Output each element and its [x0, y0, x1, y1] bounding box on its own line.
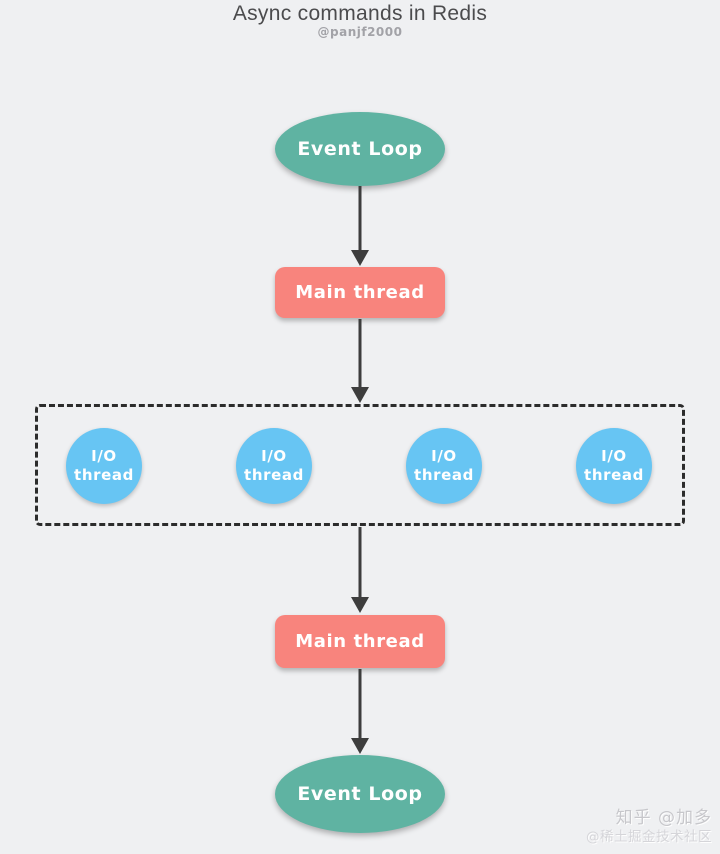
arrow-shaft [358, 319, 362, 390]
io-label-line2: thread [584, 466, 644, 484]
node-label: Main thread [295, 282, 425, 303]
io-label-line1: I/O [91, 446, 117, 465]
arrow-shaft [358, 527, 362, 600]
arrow-head-icon [351, 597, 369, 613]
io-label-line1: I/O [431, 446, 457, 465]
io-label-line2: thread [74, 466, 134, 484]
arrow-shaft [358, 669, 362, 741]
arrow-shaft [358, 186, 362, 253]
arrow-head-icon [351, 250, 369, 266]
arrow-down-2 [351, 319, 369, 403]
node-main-thread-top: Main thread [275, 267, 445, 318]
page-title: Async commands in Redis [232, 2, 488, 25]
watermark: 知乎 @加多 @稀土掘金技术社区 [586, 808, 712, 846]
arrow-down-1 [351, 186, 369, 266]
arrow-down-4 [351, 669, 369, 754]
watermark-line2: @稀土掘金技术社区 [586, 829, 712, 846]
node-event-loop-top: Event Loop [275, 112, 445, 186]
io-label-line1: I/O [601, 446, 627, 465]
node-event-loop-bottom: Event Loop [275, 755, 445, 833]
arrow-down-3 [351, 527, 369, 613]
watermark-line1: 知乎 @加多 [615, 807, 712, 828]
io-threads-group [35, 404, 685, 526]
io-label-line1: I/O [261, 446, 287, 465]
node-label: Event Loop [297, 783, 423, 805]
node-label: Main thread [295, 631, 425, 652]
io-label-line2: thread [244, 466, 304, 484]
io-label-line2: thread [414, 466, 474, 484]
node-main-thread-bottom: Main thread [275, 615, 445, 668]
arrow-head-icon [351, 738, 369, 754]
page-subtitle: @panjf2000 [317, 25, 403, 39]
arrow-head-icon [351, 387, 369, 403]
node-label: Event Loop [297, 138, 423, 160]
